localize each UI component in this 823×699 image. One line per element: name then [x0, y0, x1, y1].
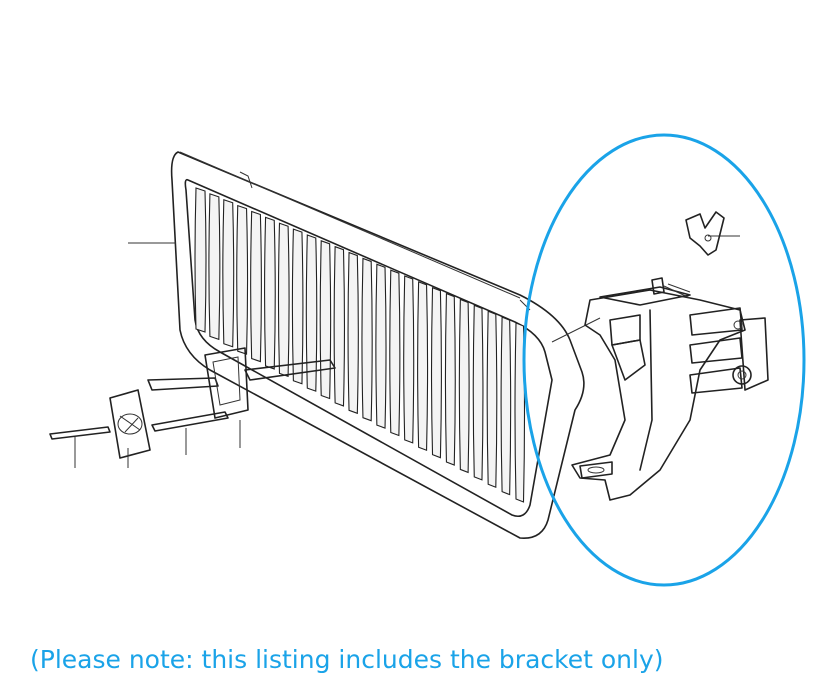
grille-slat — [264, 216, 276, 370]
grille-slat — [291, 228, 304, 385]
grille-slat — [430, 286, 442, 459]
grille-slat — [236, 204, 249, 355]
badge — [109, 389, 151, 459]
grille-slats — [194, 187, 526, 503]
grille-slat — [222, 198, 235, 348]
trim-strip-right — [151, 411, 229, 432]
grille-slat — [250, 210, 262, 363]
grille-slat — [444, 292, 456, 466]
grille-slat — [458, 298, 470, 474]
grille-slat — [305, 234, 318, 392]
grille-slat — [347, 251, 359, 415]
grille-slat — [333, 245, 346, 407]
grille-slat — [500, 316, 512, 496]
grille-slat — [208, 193, 221, 341]
grille-slat — [361, 257, 373, 422]
grille-slat — [403, 275, 415, 444]
clip — [685, 211, 725, 256]
grille-slat — [277, 222, 290, 378]
grille-slat — [389, 269, 401, 437]
bracket — [571, 286, 769, 501]
grille-slat — [472, 304, 484, 481]
highlight-ellipse — [522, 133, 806, 587]
screw — [651, 277, 691, 299]
grille-slat — [194, 187, 207, 333]
trim-strip-left — [49, 426, 111, 440]
grille-slat — [319, 240, 332, 400]
grille-slat — [417, 281, 429, 452]
emblem-bar — [147, 347, 336, 419]
grille — [170, 151, 585, 539]
grille-slat — [375, 263, 387, 429]
callout-lines — [74, 235, 740, 468]
grille-slat — [486, 310, 498, 489]
caption-note: (Please note: this listing includes the … — [30, 645, 664, 674]
